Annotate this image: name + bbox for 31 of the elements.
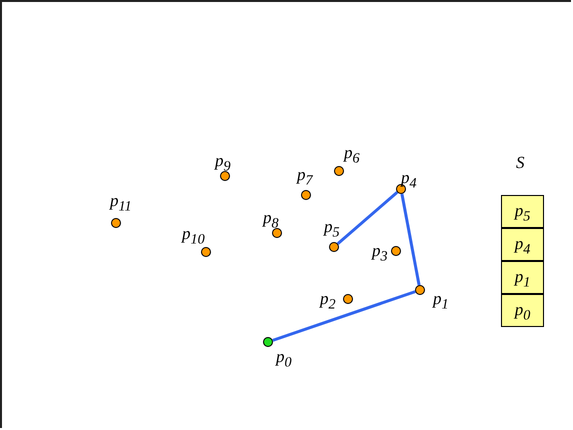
point-marker [201,247,211,257]
point-marker [415,285,425,295]
point-label: p$_{11}$ [110,192,132,214]
hull-edge [400,194,421,286]
point-label: p$_{8}$ [263,209,279,231]
point-label: p$_{2}$ [320,290,336,312]
point-marker [329,242,339,252]
point-label: p$_{0}$ [276,348,292,370]
point-marker [272,228,282,238]
point-label: p$_{9}$ [215,152,231,174]
stack-cell: p$_{0}$ [501,294,544,327]
point-label: p$_{10}$ [182,225,205,247]
point-marker [301,190,311,200]
point-label: p$_{7}$ [297,166,313,188]
stack-cell: p$_{4}$ [501,228,544,261]
point-marker [111,218,121,228]
point-label: p$_{5}$ [324,218,340,240]
point-marker [334,166,344,176]
hull-edge [336,191,398,245]
point-marker [343,294,353,304]
point-marker [391,246,401,256]
point-marker [263,337,273,347]
stack-cell: p$_{5}$ [501,195,544,228]
stack-title: S [516,153,524,173]
point-marker [220,171,230,181]
point-label: p$_{1}$ [433,290,449,312]
stack-cell: p$_{1}$ [501,261,544,294]
point-label: p$_{4}$ [401,169,417,191]
point-label: p$_{3}$ [372,242,388,264]
hull-edge [272,290,416,342]
point-label: p$_{6}$ [344,144,360,166]
